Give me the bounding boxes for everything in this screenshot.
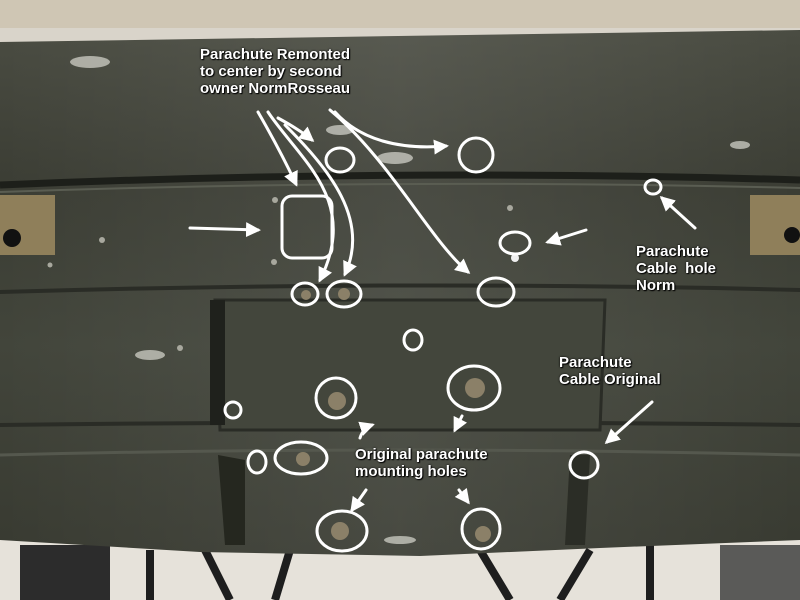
annotation-norm-cable-hole: Parachute Cable hole Norm <box>636 243 717 294</box>
arrow-remount-3 <box>276 116 315 142</box>
seam-upper-highlight <box>0 182 800 193</box>
circle-bottom-right <box>460 507 502 551</box>
circle-remount-left <box>290 281 320 307</box>
arrow-small-left <box>358 421 375 440</box>
bracket-left-hole <box>3 229 21 247</box>
filled-patches <box>296 288 491 542</box>
dark-object-left <box>20 545 110 600</box>
surface-smudges <box>70 56 750 544</box>
seam-middle <box>0 283 800 294</box>
circle-original-right <box>446 364 502 412</box>
arrow-to-plate <box>188 222 261 238</box>
circle-lower-left <box>273 440 329 476</box>
circle-remount-top <box>324 146 356 174</box>
arrow-bottom-right <box>454 487 470 505</box>
jack-stands <box>146 545 654 600</box>
arrow-bottom-left <box>350 488 368 513</box>
circle-upper-right <box>457 136 495 174</box>
circle-remount-right <box>325 279 363 309</box>
circle-center-right <box>476 276 516 308</box>
circle-original-left <box>314 376 358 420</box>
arrow-remount-2 <box>266 110 335 283</box>
circle-shiny-hole <box>498 230 532 256</box>
arrow-remount-4 <box>283 123 357 277</box>
markup-circles <box>223 136 663 553</box>
dark-object-right <box>720 545 800 600</box>
seam-upper <box>0 171 800 189</box>
circle-tiny-lower-left <box>246 449 268 475</box>
arrow-remount-6 <box>328 108 471 274</box>
center-shadow-left <box>210 300 225 425</box>
circle-cable-original <box>568 450 600 480</box>
arrow-to-cable-original <box>604 400 654 444</box>
seam-lower-highlight <box>0 448 800 457</box>
annotation-remounted: Parachute Remonted to center by second o… <box>200 46 351 97</box>
circle-small-center <box>402 328 424 352</box>
drill-holes <box>47 197 519 351</box>
lower-shadow-left <box>218 455 245 545</box>
arrow-to-shiny-hole <box>545 228 588 246</box>
circle-bottom-left <box>315 509 369 553</box>
arrow-remount-1 <box>256 110 298 187</box>
ceiling-strip <box>0 0 800 28</box>
markup-arrows <box>188 108 697 513</box>
bracket-right <box>750 195 800 255</box>
circle-small-left <box>223 400 243 420</box>
arrow-small-right <box>453 414 468 433</box>
annotation-cable-original: Parachute Cable Original <box>559 354 661 388</box>
annotation-original-holes: Original parachute mounting holes <box>355 446 488 480</box>
raised-center-section <box>213 298 607 432</box>
bracket-right-hole <box>784 227 800 243</box>
arrow-to-norm-hole <box>659 195 697 230</box>
circle-norm-cable-hole <box>643 178 663 196</box>
